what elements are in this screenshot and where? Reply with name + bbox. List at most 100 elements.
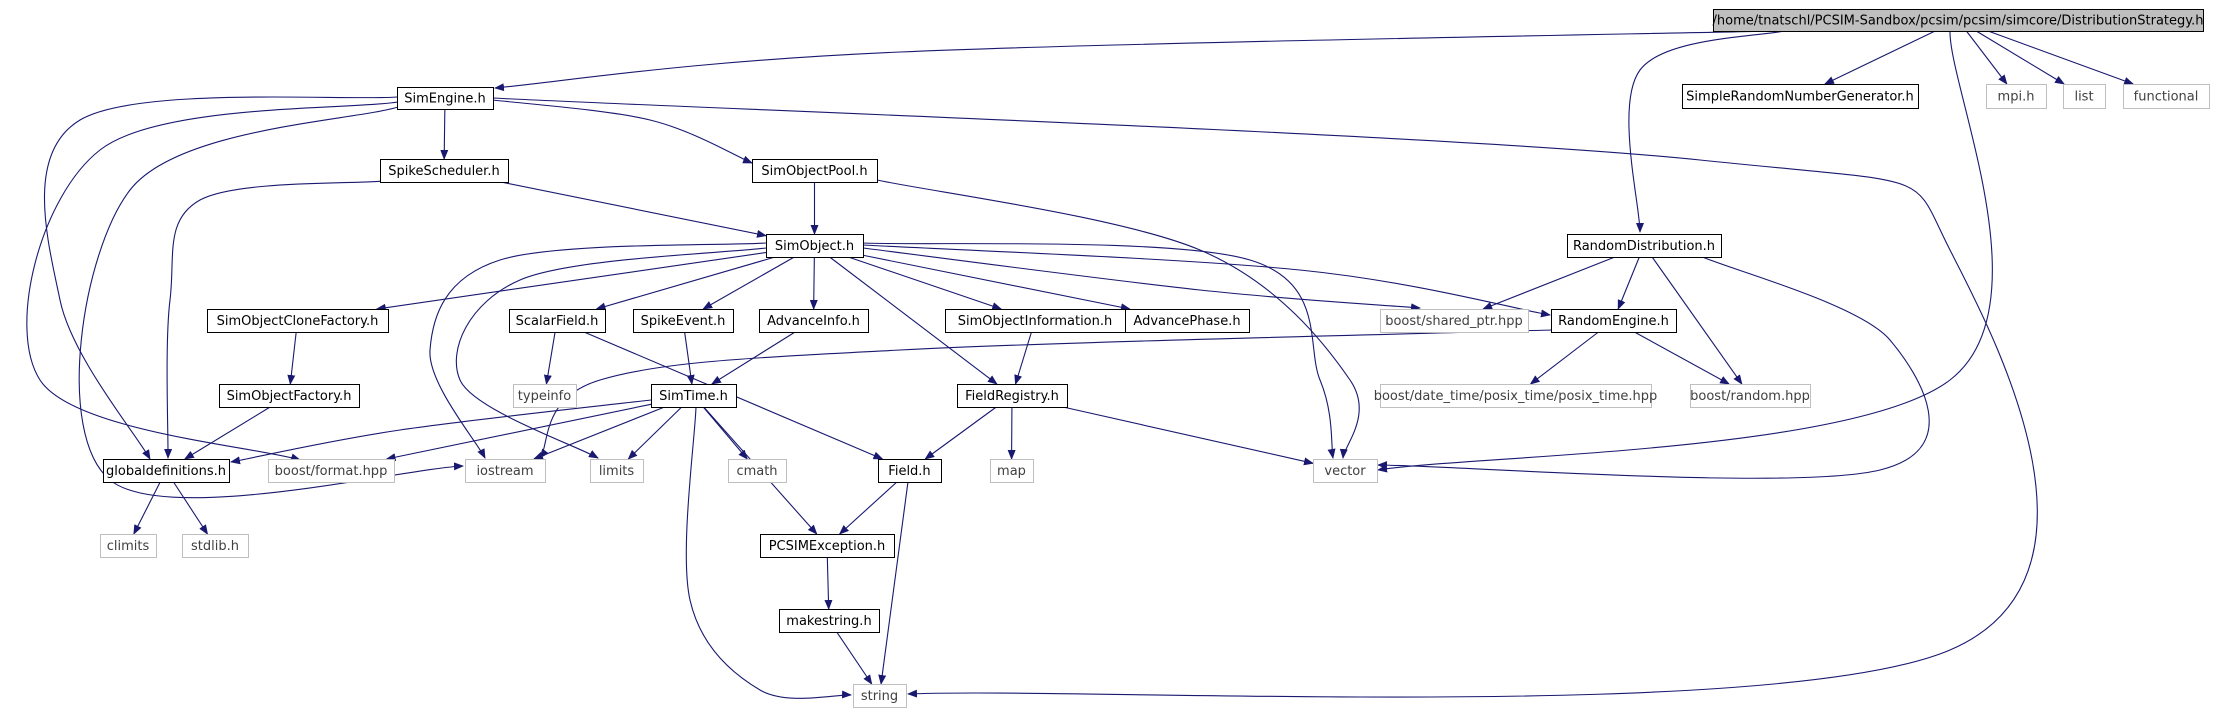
- edge-simobject-to-randomengine: [862, 244, 1551, 318]
- node-makestring[interactable]: makestring.h: [779, 609, 880, 633]
- node-box-cmath: [728, 459, 787, 483]
- edge-field-to-string: [878, 481, 909, 685]
- node-box-spikeevent: [633, 309, 734, 333]
- edge-pcsimexception-to-makestring: [824, 556, 833, 610]
- node-box-limits: [590, 459, 644, 483]
- node-stdlib: stdlib.h: [182, 534, 249, 558]
- node-simtime[interactable]: SimTime.h: [651, 384, 737, 408]
- node-box-string: [853, 684, 907, 708]
- edge-root-to-simengine: [494, 29, 1821, 92]
- node-box-root: [1713, 9, 2204, 32]
- edge-simobject-to-advancephase: [862, 254, 1131, 312]
- node-sharedptr: boost/shared_ptr.hpp: [1380, 309, 1529, 333]
- node-label-boostrandom: boost/random.hpp: [1690, 389, 1810, 404]
- node-box-map: [990, 459, 1034, 483]
- node-limits: limits: [590, 459, 644, 483]
- node-spikescheduler[interactable]: SpikeScheduler.h: [380, 159, 509, 183]
- node-simengine[interactable]: SimEngine.h: [397, 87, 494, 110]
- node-label-typeinfo: typeinfo: [518, 389, 571, 404]
- edge-simtime-to-string: [685, 406, 852, 699]
- node-label-simengine: SimEngine.h: [404, 92, 485, 107]
- node-simobjectpool[interactable]: SimObjectPool.h: [752, 159, 878, 183]
- node-fieldregistry[interactable]: FieldRegistry.h: [957, 384, 1068, 408]
- node-simobjectfactory[interactable]: SimObjectFactory.h: [219, 384, 360, 408]
- node-box-scalarfield: [509, 309, 606, 333]
- node-field[interactable]: Field.h: [878, 459, 942, 483]
- node-advanceinfo[interactable]: AdvanceInfo.h: [759, 309, 869, 333]
- node-label-mpi: mpi.h: [1998, 90, 2035, 105]
- edge-root-to-functional: [1987, 30, 2135, 85]
- edge-randomengine-to-boostrandom: [1634, 331, 1730, 385]
- node-box-typeinfo: [513, 384, 577, 408]
- node-box-makestring: [779, 609, 880, 633]
- node-label-field: Field.h: [888, 464, 930, 479]
- dependency-edges: [26, 29, 2135, 699]
- edge-simengine-to-simobjectpool: [492, 99, 753, 164]
- edge-spikescheduler-to-globaldefinitions: [164, 180, 385, 459]
- node-label-posixtime: boost/date_time/posix_time/posix_time.hp…: [1374, 389, 1658, 404]
- edge-randomengine-to-posixtime: [1529, 331, 1599, 385]
- node-box-stdlib: [182, 534, 249, 558]
- node-label-simobjectpool: SimObjectPool.h: [761, 164, 867, 179]
- edge-fieldregistry-to-vector: [1062, 406, 1314, 466]
- node-label-map: map: [997, 464, 1026, 479]
- node-simplerng[interactable]: SimpleRandomNumberGenerator.h: [1682, 84, 1919, 109]
- edge-simobjectfactory-to-globaldefinitions: [184, 406, 271, 460]
- node-label-randomengine: RandomEngine.h: [1558, 314, 1669, 329]
- edge-root-to-list: [1975, 30, 2065, 85]
- node-label-randomdistribution: RandomDistribution.h: [1573, 239, 1715, 254]
- node-functional: functional: [2123, 84, 2210, 109]
- dependency-nodes: /home/tnatschl/PCSIM-Sandbox/pcsim/pcsim…: [100, 9, 2210, 708]
- node-label-simobjectinformation: SimObjectInformation.h: [958, 314, 1113, 329]
- node-label-advanceinfo: AdvanceInfo.h: [767, 314, 860, 329]
- edge-simobject-to-spikeevent: [702, 256, 795, 310]
- node-simobjectclonefactory[interactable]: SimObjectCloneFactory.h: [207, 309, 389, 333]
- node-pcsimexception[interactable]: PCSIMException.h: [760, 534, 895, 558]
- node-box-boostformat: [268, 459, 395, 483]
- node-map: map: [990, 459, 1034, 483]
- edge-simobject-to-vector: [862, 242, 1336, 459]
- node-label-stdlib: stdlib.h: [191, 539, 239, 554]
- edge-simobject-to-sharedptr: [862, 247, 1421, 312]
- edge-simobject-to-limits: [455, 247, 767, 459]
- edge-randomdistribution-to-vector: [1377, 255, 1930, 479]
- node-list: list: [2063, 84, 2106, 109]
- edge-simengine-to-globaldefinitions: [43, 96, 399, 460]
- node-label-simobjectclonefactory: SimObjectCloneFactory.h: [217, 314, 379, 329]
- node-label-climits: climits: [107, 539, 150, 554]
- edge-root-to-simplerng: [1824, 30, 1936, 85]
- node-label-advancephase: AdvancePhase.h: [1133, 314, 1240, 329]
- node-box-sharedptr: [1380, 309, 1529, 333]
- edge-simobjectinformation-to-fieldregistry: [1014, 331, 1032, 385]
- node-label-scalarfield: ScalarField.h: [516, 314, 599, 329]
- node-root[interactable]: /home/tnatschl/PCSIM-Sandbox/pcsim/pcsim…: [1713, 9, 2204, 32]
- node-label-iostream: iostream: [476, 464, 533, 479]
- node-box-posixtime: [1380, 384, 1652, 408]
- node-globaldefinitions[interactable]: globaldefinitions.h: [103, 459, 230, 483]
- edge-scalarfield-to-typeinfo: [543, 331, 556, 385]
- edge-simobject-to-scalarfield: [595, 256, 776, 311]
- node-boostrandom: boost/random.hpp: [1690, 384, 1811, 408]
- node-label-simobject: SimObject.h: [775, 239, 854, 254]
- node-box-list: [2063, 84, 2106, 109]
- node-box-advancephase: [1125, 309, 1250, 333]
- node-label-functional: functional: [2134, 90, 2199, 105]
- node-scalarfield[interactable]: ScalarField.h: [509, 309, 606, 333]
- node-simobject[interactable]: SimObject.h: [766, 234, 864, 258]
- edge-globaldefinitions-to-climits: [133, 481, 161, 535]
- node-advancephase[interactable]: AdvancePhase.h: [1125, 309, 1250, 333]
- node-randomengine[interactable]: RandomEngine.h: [1551, 309, 1677, 333]
- edge-simtime-to-globaldefinitions: [230, 399, 652, 465]
- node-randomdistribution[interactable]: RandomDistribution.h: [1567, 234, 1722, 258]
- node-mpi: mpi.h: [1986, 84, 2047, 109]
- node-box-simobjectclonefactory: [207, 309, 389, 333]
- edge-fieldregistry-to-field: [924, 406, 997, 460]
- node-box-fieldregistry: [957, 384, 1068, 408]
- edge-simobject-to-simobjectclonefactory: [375, 251, 767, 312]
- node-simobjectinformation[interactable]: SimObjectInformation.h: [945, 309, 1126, 333]
- node-box-simtime: [651, 384, 737, 408]
- node-box-simobject: [766, 234, 864, 258]
- node-typeinfo: typeinfo: [513, 384, 577, 408]
- node-box-simobjectfactory: [219, 384, 360, 408]
- node-spikeevent[interactable]: SpikeEvent.h: [633, 309, 734, 333]
